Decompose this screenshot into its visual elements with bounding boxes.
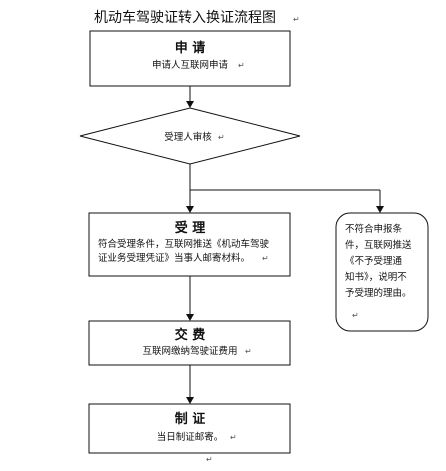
pay-return-mark: ↵: [245, 347, 252, 356]
accept-box: [88, 212, 291, 277]
arrowhead-apply-to-review: [186, 101, 194, 108]
reject-note-line-3: 《不予受理通: [345, 255, 403, 267]
review-label: 受理人审核: [164, 131, 212, 143]
reject-note-line-2: 件，互联网推送: [345, 239, 412, 251]
make-box: [88, 403, 291, 454]
arrowhead-review-to-accept: [186, 206, 194, 213]
arrowhead-accept-to-pay: [186, 314, 194, 321]
reject-return-mark: ↵: [352, 311, 359, 320]
make-return-mark: ↵: [230, 433, 237, 442]
pay-body: 互联网缴纳驾驶证费用: [142, 345, 237, 357]
accept-return-mark: ↵: [262, 254, 269, 263]
make-body: 当日制证邮寄。: [157, 431, 224, 443]
reject-note-line-4: 知书》，说明不: [345, 271, 407, 283]
reject-note-box: [335, 212, 429, 332]
apply-box: [89, 30, 291, 87]
review-return-mark: ↵: [218, 133, 225, 142]
title-return-mark: ↵: [293, 15, 300, 24]
accept-body-line-2: 证业务受理凭证》当事人邮寄材料。: [98, 252, 250, 264]
accept-heading: 受 理: [175, 220, 206, 236]
arrowhead-pay-to-make: [186, 397, 194, 404]
apply-return-mark: ↵: [238, 61, 245, 70]
make-heading: 制 证: [175, 411, 206, 427]
final-return-mark: ↵: [206, 455, 213, 464]
arrowhead-review-to-reject: [376, 206, 384, 213]
accept-body-line-1: 符合受理条件，互联网推送《机动车驾驶: [98, 238, 270, 250]
reject-note-line-5: 予受理的理由。: [345, 287, 412, 299]
apply-body: 申请人互联网申请: [152, 59, 229, 71]
pay-heading: 交 费: [175, 327, 206, 343]
apply-heading: 申 请: [175, 40, 206, 56]
diagram-title: 机动车驾驶证转入换证流程图: [94, 9, 276, 26]
reject-note-line-1: 不符合申报条: [345, 223, 403, 235]
